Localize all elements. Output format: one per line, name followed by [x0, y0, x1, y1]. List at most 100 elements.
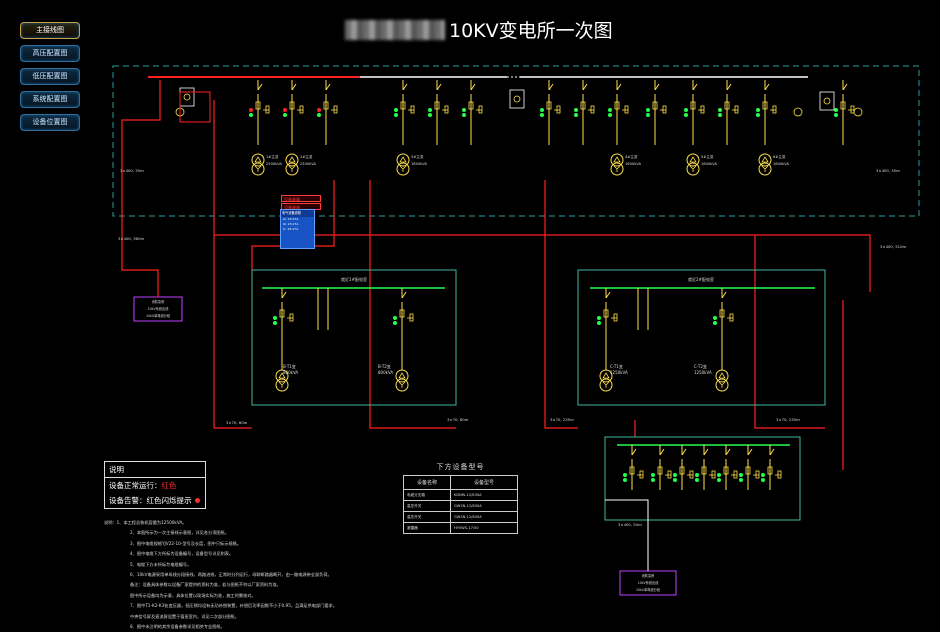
feeder-bay[interactable] — [608, 80, 629, 145]
feeder-bay[interactable] — [249, 80, 270, 145]
transformer-icon[interactable] — [285, 153, 299, 176]
feeder-bay[interactable] — [273, 288, 294, 346]
page-title-text: 10KV变电所一次图 — [449, 20, 613, 42]
bus-tie-cubicle[interactable] — [819, 91, 835, 111]
nav-button-5[interactable]: 设备位置图 — [20, 114, 80, 131]
legend-normal-value: 红色 — [161, 481, 177, 490]
transformer-icon[interactable] — [686, 153, 700, 176]
feeder-bay[interactable] — [761, 445, 782, 490]
status-led-icon — [673, 478, 677, 482]
feeder-bay[interactable] — [713, 288, 734, 346]
device-table-header: 设备型号 — [450, 475, 518, 490]
status-led-icon — [739, 478, 743, 482]
feeder-bay[interactable] — [393, 288, 414, 346]
transformer-icon[interactable] — [395, 369, 409, 392]
device-param-popup[interactable]: 电气设备参数 Ia: 23.27A Ib: 23.27A Ic: 23.27A — [280, 209, 315, 249]
breaker-icon — [580, 101, 586, 110]
feeder-bay[interactable] — [684, 80, 705, 145]
breaker-icon — [690, 101, 696, 110]
note-line: 图中所示设备均为示意，具体位置以现场实际为准，施工时需核对。 — [130, 592, 256, 598]
feeder-bay[interactable] — [394, 80, 415, 145]
status-led-icon — [283, 113, 287, 117]
feeder-bay[interactable] — [317, 80, 338, 145]
feeder-bay[interactable] — [283, 80, 304, 145]
page-title: 10KV变电所一次图 — [345, 18, 613, 44]
popup-title: 电气设备参数 — [281, 210, 314, 217]
feeder-bay[interactable] — [756, 80, 777, 145]
table-cell: GWSN-12/630A — [450, 500, 518, 512]
main-transformer-name: 5#主变 — [701, 154, 714, 159]
feeder-bay[interactable] — [597, 288, 618, 346]
feeder-bay[interactable] — [673, 445, 694, 490]
nav-button-2[interactable]: 高压配置图 — [20, 45, 80, 62]
status-led-icon — [756, 108, 760, 112]
feeder-bay[interactable] — [646, 80, 667, 145]
redacted-title-prefix — [345, 20, 445, 40]
status-led-icon — [393, 321, 397, 325]
legend-normal-label: 设备正常运行： — [109, 481, 162, 490]
sub-a-t2-name: B-T2变 — [378, 363, 391, 369]
feeder-bay[interactable] — [623, 445, 644, 490]
feeder-bay[interactable] — [428, 80, 449, 145]
sub-room-a-title: 就近1#配电室 — [341, 276, 367, 282]
feeder-bay[interactable] — [834, 80, 855, 145]
nav-button-4[interactable]: 系统配置图 — [20, 91, 80, 108]
load-left-l3: 10kV单母线分段 — [146, 313, 171, 318]
transformer-icon[interactable] — [396, 153, 410, 176]
status-led-icon — [317, 108, 321, 112]
note-line: 中央信号屏及直流屏设置于值班室内，详见二次部分图纸。 — [130, 613, 239, 619]
breaker-icon — [701, 466, 707, 475]
breaker-icon — [279, 309, 285, 318]
bus-tie-cubicle[interactable] — [179, 87, 195, 107]
cable-label-3: 3×400, 35m — [876, 168, 900, 173]
feeder-bay[interactable] — [462, 80, 483, 145]
feeder-bay[interactable] — [574, 80, 595, 145]
note-line: 3、图中电缆规格YJV22-10-型号及长度，图中只标示规格。 — [130, 540, 241, 546]
cable-label-7: 3×70, 235m — [550, 417, 574, 422]
status-led-icon — [394, 108, 398, 112]
feeder-bay[interactable] — [695, 445, 716, 490]
note-line: 8、图中未注明的其余设备参数详见相关专业图纸。 — [130, 624, 225, 630]
feeder-bay[interactable] — [651, 445, 672, 490]
popup-row: Ia: 23.27A — [283, 217, 299, 221]
feeder-bay[interactable] — [540, 80, 561, 145]
load-right-l3: 10kV单母线分段 — [636, 587, 661, 592]
transformer-icon[interactable] — [715, 369, 729, 392]
transformer-icon[interactable] — [251, 153, 265, 176]
bus-tie-cubicle[interactable] — [509, 89, 525, 109]
note-line: 说明：1、本工程总装机容量为12500kVA。 — [104, 520, 187, 525]
sub-room-b-border — [577, 269, 826, 406]
cable-label-5: 3×70, 60m — [226, 420, 248, 425]
main-transformer-name: 6#主变 — [773, 154, 786, 159]
main-transformer-rating: 1600kVA — [625, 162, 641, 166]
status-led-icon — [317, 113, 321, 117]
status-led-icon — [462, 113, 466, 117]
status-led-icon — [574, 113, 578, 117]
status-led-icon — [684, 113, 688, 117]
nav-button-1[interactable]: 主接线图 — [20, 22, 80, 39]
main-transformer-name: 1#主变 — [266, 154, 279, 159]
note-line: 4、图中电缆下方所标为设备编号，设备型号详见附表。 — [130, 551, 234, 557]
alarm-fault-label[interactable]: 设备故障 — [281, 195, 321, 202]
incoming-line-1 — [121, 80, 161, 295]
transformer-icon[interactable] — [610, 153, 624, 176]
transformer-icon[interactable] — [758, 153, 772, 176]
breaker-icon — [762, 101, 768, 110]
nav-button-3[interactable]: 低压配置图 — [20, 68, 80, 85]
breaker-icon — [719, 309, 725, 318]
status-led-icon — [608, 108, 612, 112]
device-table-header: 设备名称 — [403, 475, 451, 490]
transformer-icon[interactable] — [275, 369, 289, 392]
feeder-bay[interactable] — [717, 445, 738, 490]
status-led-icon — [428, 113, 432, 117]
feeder-bay[interactable] — [739, 445, 760, 490]
table-cell: 高压开关 — [403, 500, 451, 512]
alarm-dot-icon — [194, 498, 200, 503]
feeder-bay[interactable] — [718, 80, 739, 145]
status-led-icon — [651, 473, 655, 477]
cable-label-1: 3×400, 35m — [120, 168, 144, 173]
breaker-icon — [468, 101, 474, 110]
status-led-icon — [428, 108, 432, 112]
